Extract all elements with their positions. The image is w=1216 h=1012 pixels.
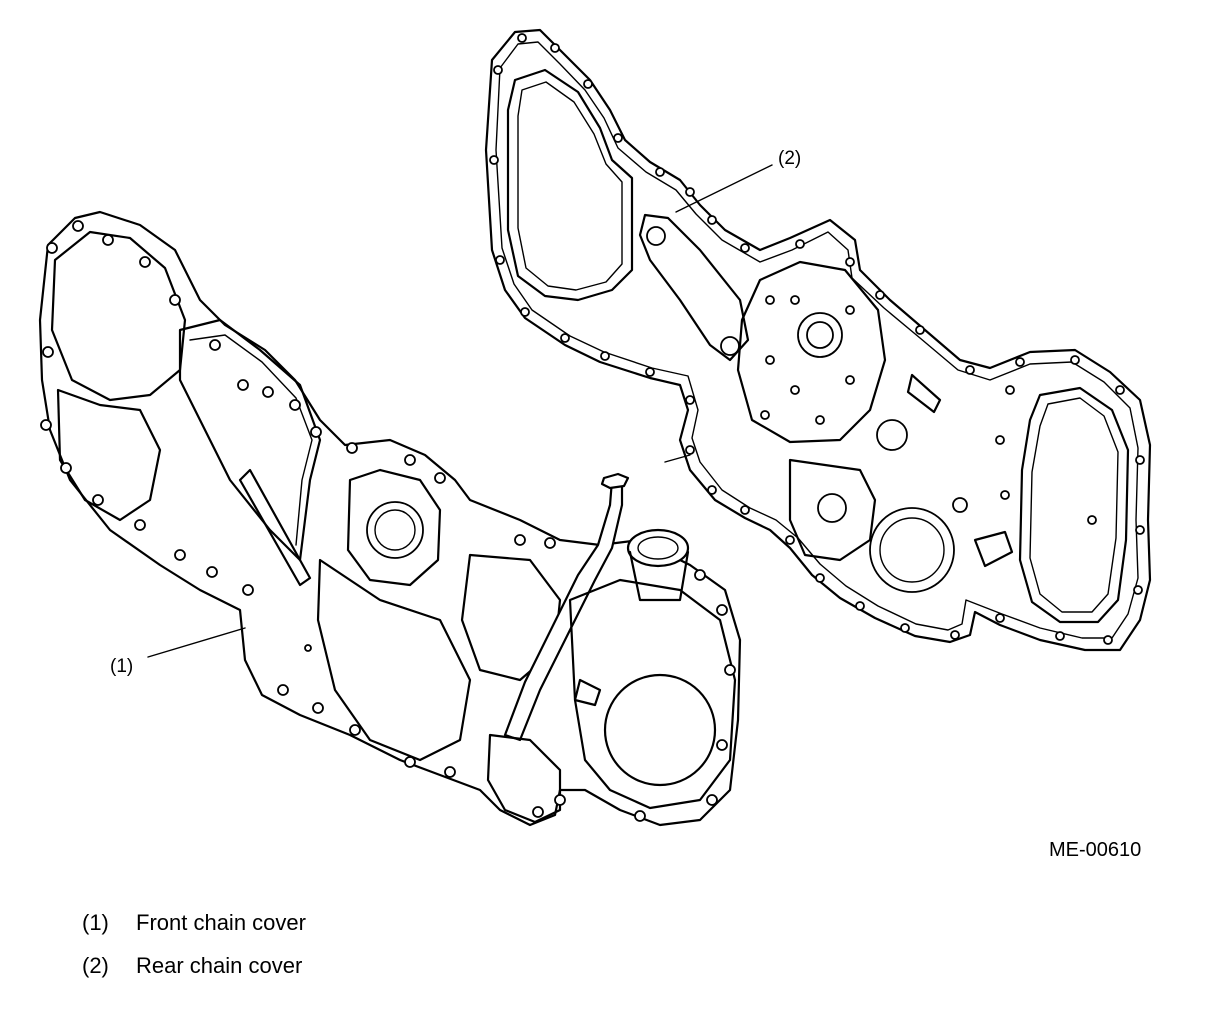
rear-chain-cover-drawing (484, 28, 1152, 652)
legend-text: Front chain cover (136, 910, 306, 935)
callout-1-label: (1) (110, 656, 133, 677)
rear-cover-bolt-holes (489, 33, 1145, 645)
callout-2-label: (2) (778, 148, 801, 169)
legend-item-front-chain-cover: (1) Front chain cover (82, 910, 306, 936)
front-cover-bolt-holes (40, 220, 736, 822)
callout-1: (1) (110, 627, 246, 677)
legend-text: Rear chain cover (136, 953, 303, 978)
callout-2: (2) (675, 148, 801, 213)
legend-number: (2) (82, 953, 109, 978)
legend-item-rear-chain-cover: (2) Rear chain cover (82, 953, 302, 979)
figure-code: ME-00610 (1049, 839, 1141, 861)
front-chain-cover-drawing (38, 210, 742, 827)
legend-number: (1) (82, 910, 109, 935)
